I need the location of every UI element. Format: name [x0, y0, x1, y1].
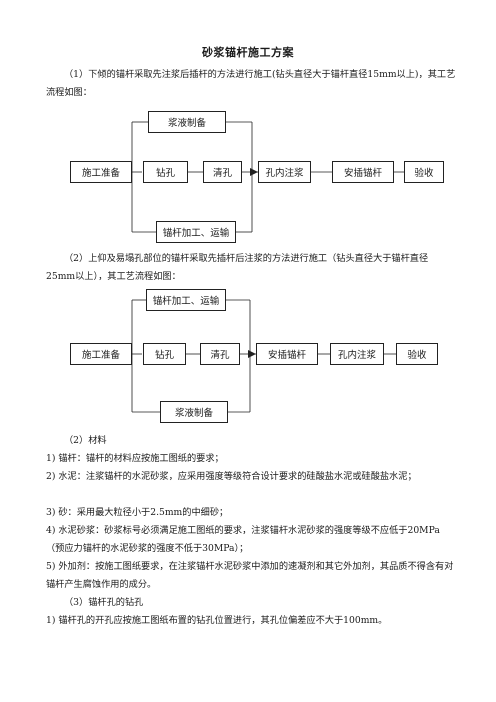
flow2-bottom-box: 浆液制备	[160, 401, 228, 423]
intro-paragraph-2: （2）上仰及易塌孔部位的锚杆采取先插杆后注浆的方法进行施工（钻头直径大于锚杆直径…	[46, 250, 456, 286]
materials-item-3: 3) 砂：采用最大粒径小于2.5mm的中细砂；	[46, 507, 229, 518]
materials-item-2: 2) 水泥：注浆锚杆的水泥砂浆，应采用强度等级符合设计要求的硅酸盐水泥或硅酸盐水…	[46, 471, 417, 482]
intro-text-1: （1）下倾的锚杆采取先注浆后插杆的方法进行施工(钻头直径大于锚杆直径15mm以上…	[46, 69, 456, 98]
materials-heading: （2）材料	[46, 432, 456, 450]
drilling-heading: （3）锚杆孔的钻孔	[46, 594, 456, 612]
flow2-top-box: 锚杆加工、运输	[146, 289, 226, 311]
drilling-item-1: 1) 锚杆孔的开孔应按施工图纸布置的钻孔位置进行，其孔位偏差应不大于100mm。	[46, 615, 388, 626]
document-title: 砂浆锚杆施工方案	[202, 46, 294, 59]
flow2-step-2: 钻孔	[143, 343, 186, 365]
flow1-step-6: 验收	[404, 161, 444, 183]
materials-item-4: 4) 水泥砂浆：砂浆标号必须满足施工图纸的要求，注浆锚杆水泥砂浆的强度等级不应低…	[46, 525, 440, 554]
flow2-step-3: 清孔	[200, 343, 240, 365]
materials-item-5: 5) 外加剂：按施工图纸要求，在注浆锚杆水泥砂浆中添加的速凝剂和其它外加剂，其品…	[46, 561, 454, 590]
flow2-step-5: 孔内注浆	[330, 343, 384, 365]
flow1-step-3: 清孔	[203, 161, 242, 183]
flow1-step-2: 钻孔	[143, 161, 188, 183]
flow1-bottom-box: 锚杆加工、运输	[156, 221, 236, 243]
drilling-heading-text: （3）锚杆孔的钻孔	[64, 597, 144, 608]
flow1-top-box: 浆液制备	[148, 111, 226, 133]
materials-heading-text: （2）材料	[64, 435, 107, 446]
flow2-step-1: 施工准备	[70, 343, 132, 365]
intro-paragraph-1: （1）下倾的锚杆采取先注浆后插杆的方法进行施工(钻头直径大于锚杆直径15mm以上…	[46, 66, 456, 102]
flow1-step-1: 施工准备	[70, 161, 132, 183]
flow2-step-4: 安插锚杆	[256, 343, 318, 365]
intro-text-2: （2）上仰及易塌孔部位的锚杆采取先插杆后注浆的方法进行施工（钻头直径大于锚杆直径…	[46, 253, 429, 282]
flow1-step-4: 孔内注浆	[258, 161, 311, 183]
flow1-step-5: 安插锚杆	[332, 161, 394, 183]
flow2-step-6: 验收	[396, 343, 438, 365]
materials-item-1: 1) 锚杆：锚杆的材料应按施工图纸的要求；	[46, 453, 224, 464]
